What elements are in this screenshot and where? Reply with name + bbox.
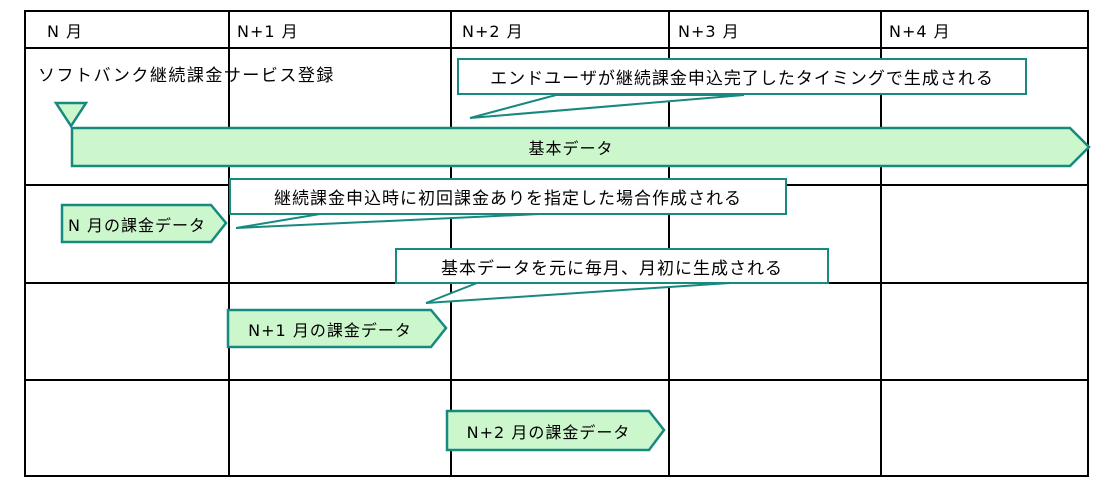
- billing-n2-banner-label: N+2 月の課金データ: [466, 422, 631, 442]
- billing-n1-banner-shape: [226, 308, 448, 349]
- table-border: [24, 10, 1089, 477]
- base-data-banner-label: 基本データ: [528, 139, 614, 158]
- grid-vline: [880, 10, 882, 477]
- billing-n1-banner-label: N+1 月の課金データ: [248, 320, 412, 340]
- callout-first-billing: 継続課金申込時に初回課金ありを指定した場合作成される: [229, 178, 787, 215]
- column-header-n4: N+4 月: [889, 22, 951, 41]
- milestone-marker-icon: [53, 101, 89, 129]
- billing-n-banner-shape: [60, 203, 228, 244]
- grid-hline: [24, 379, 1089, 381]
- column-header-n1: N+1 月: [237, 22, 299, 41]
- billing-n2-banner-shape: [445, 409, 666, 452]
- callout-tail-monthly-billing: [425, 282, 731, 304]
- column-header-n3: N+3 月: [678, 22, 740, 41]
- callout-tail-base-data: [469, 94, 745, 119]
- registration-label: ソフトバンク継続課金サービス登録: [38, 66, 335, 86]
- grid-hline-header: [24, 47, 1089, 49]
- grid-vline: [228, 10, 230, 477]
- billing-n-banner-label: N 月の課金データ: [67, 215, 207, 235]
- callout-monthly-billing: 基本データを元に毎月、月初に生成される: [395, 248, 829, 284]
- grid-vline: [450, 10, 452, 477]
- grid-vline: [668, 10, 670, 477]
- column-header-n: N 月: [47, 22, 84, 41]
- base-data-banner-shape: [70, 126, 1091, 168]
- column-header-n2: N+2 月: [462, 22, 524, 41]
- callout-tail-first-billing: [235, 213, 541, 229]
- callout-base-data: エンドユーザが継続課金申込完了したタイミングで生成される: [457, 58, 1027, 95]
